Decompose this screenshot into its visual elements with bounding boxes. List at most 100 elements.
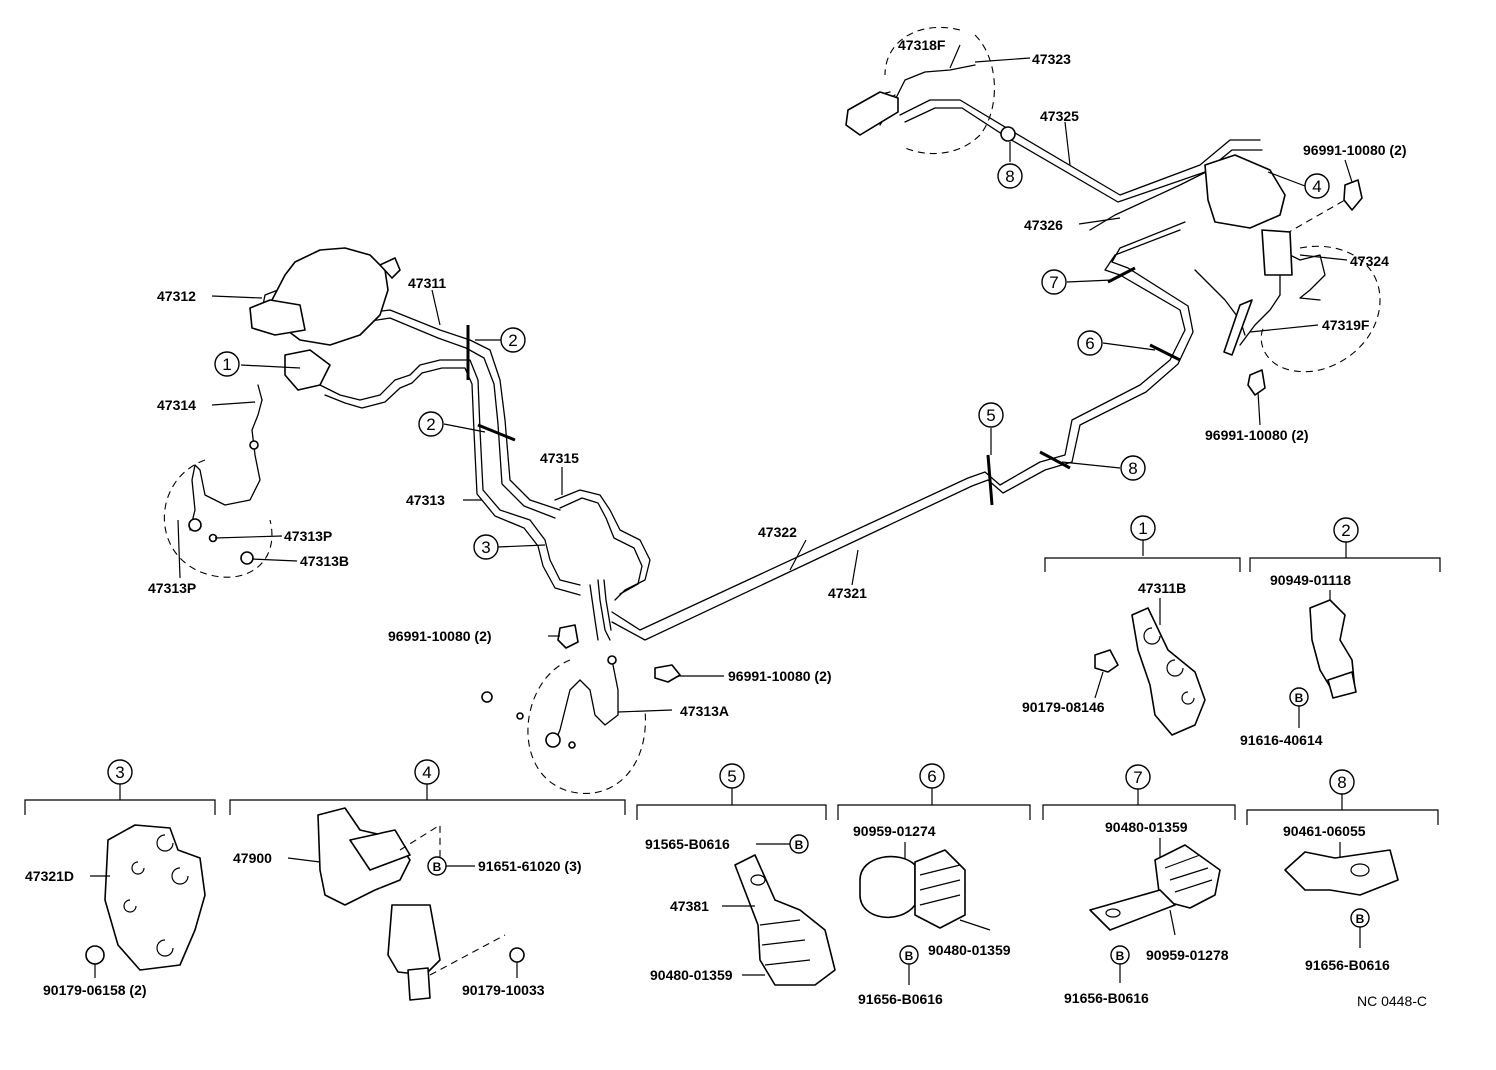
callout-5-circle [978,402,1004,428]
label-47325: 47325 [1040,108,1079,124]
label-96991-10080-right-bottom: 96991-10080 (2) [1205,427,1309,443]
detail-group-8: 8 90461-06055 B 91656-B0616 [1246,769,1439,973]
label-90461-06055: 90461-06055 [1283,823,1366,839]
label-91656-B0616-group-8: 91656-B0616 [1305,957,1390,973]
washer-front-right-b [568,741,576,749]
pipe-47315-cluster [554,489,651,601]
label-90480-01359-group-5: 90480-01359 [650,967,733,983]
group-4-number: 4 [422,763,431,782]
caliper-front-right [545,732,561,748]
callout-8-lower-circle [1120,455,1146,481]
label-91656-B0616-group-6: 91656-B0616 [858,991,943,1007]
callout-1-circle [214,351,240,377]
detail-group-5: 5 91565-B0616 B 47381 90480-01359 [636,763,836,986]
label-47326: 47326 [1024,217,1063,233]
label-90949-01118: 90949-01118 [1270,572,1351,588]
clip-7 [1107,266,1136,284]
grommet-90959-01278 [1089,889,1176,931]
label-90480-01359-group-7: 90480-01359 [1105,819,1188,835]
label-47313: 47313 [406,492,445,508]
bolt-mark-group-2: B [1295,691,1304,705]
clamp-47321D [104,824,206,971]
hose-47313A [554,659,619,743]
bolt-90179-08146 [1094,649,1119,673]
callout-circles: 1 2 2 3 4 5 6 7 8 8 [214,163,1330,560]
front-left-brake-outline [163,459,273,578]
callout-2-mid: 2 [426,415,435,434]
label-47321: 47321 [828,585,867,601]
spring-clip-middle-right [654,664,681,683]
label-91651-61020: 91651-61020 (3) [478,858,582,874]
detail-group-7: 7 90480-01359 90959-01278 B 91656-B0616 [1042,764,1236,1006]
pipe-47313-b [324,367,581,596]
detail-group-3: 3 47321D 90179-06158 (2) [24,759,216,998]
label-91656-B0616-group-7: 91656-B0616 [1064,990,1149,1006]
bolt-front-right [481,691,493,703]
label-47322: 47322 [758,524,797,540]
detail-group-4: 4 47900 B 91651-61020 (3) 90179-10033 [229,759,626,1001]
clamp-90949-01118 [1309,599,1356,696]
label-90480-01359-group-6: 90480-01359 [928,942,1011,958]
callout-2-top-circle [500,327,526,353]
clip-6 [1149,343,1181,362]
bolt-47313B [240,551,254,565]
rear-left-brake-outline [884,26,995,155]
brake-hose-top-left [845,91,899,136]
label-47313P-right: 47313P [284,528,332,544]
pipe-47325 [899,99,1261,196]
clamp-47381 [734,854,836,986]
wheel-components [188,126,1016,749]
callout-8-lower: 8 [1128,459,1137,478]
group-2-number: 2 [1341,521,1350,540]
spring-clip-right-bottom [1247,369,1266,396]
label-47311: 47311 [408,275,446,291]
valve-47900-spring [387,904,441,976]
group-7-number: 7 [1133,768,1142,787]
washer-front-right-a [516,712,524,720]
clamp-90461-06055 [1284,849,1399,896]
pipe-47311-b [317,317,556,519]
label-90959-01278: 90959-01278 [1146,947,1229,963]
label-47313A: 47313A [680,703,729,719]
label-47323: 47323 [1032,51,1071,67]
label-90179-08146: 90179-08146 [1022,699,1105,715]
pipe-joint-47325 [1000,126,1016,142]
callout-1: 1 [222,355,231,374]
label-91616-40614: 91616-40614 [1240,732,1323,748]
pipe-47321 [611,221,1194,641]
bolt-mark-group-7: B [1116,949,1125,963]
clip-2-mid [477,423,516,442]
hose-47324 [1279,249,1326,301]
pipe-47315-cluster-b [559,497,643,595]
callout-4-circle [1304,173,1330,199]
clamp-47311B [1131,607,1206,736]
pipe-47322 [611,229,1186,631]
label-47318F: 47318F [898,37,946,53]
label-47314: 47314 [157,397,196,413]
label-47313P-left: 47313P [148,580,196,596]
bolt-mark-group-6: B [905,949,914,963]
label-47315: 47315 [540,450,579,466]
booster-fitting [379,257,401,279]
clip-5 [986,454,994,506]
pipe-47326 [1089,169,1211,231]
label-96991-10080-top-right: 96991-10080 (2) [1303,142,1407,158]
rear-valve-assembly [845,91,1293,356]
group-1-number: 1 [1138,519,1147,538]
leader-lines [177,44,1353,713]
label-90179-06158: 90179-06158 (2) [43,982,147,998]
callout-7: 7 [1049,273,1058,292]
label-47381: 47381 [670,898,709,914]
clamp-tab-2 [1327,671,1357,699]
pipe-47325-b [904,107,1263,203]
bolt-90179-06158 [85,945,105,965]
label-96991-10080-middle-right: 96991-10080 (2) [728,668,832,684]
callout-7-circle [1041,269,1067,295]
clip-8-lower [1039,450,1071,470]
callout-8-top-circle [997,163,1023,189]
load-sensing-valve [1204,154,1286,229]
fitting-front-left [249,440,259,450]
hose-47314 [189,384,263,531]
